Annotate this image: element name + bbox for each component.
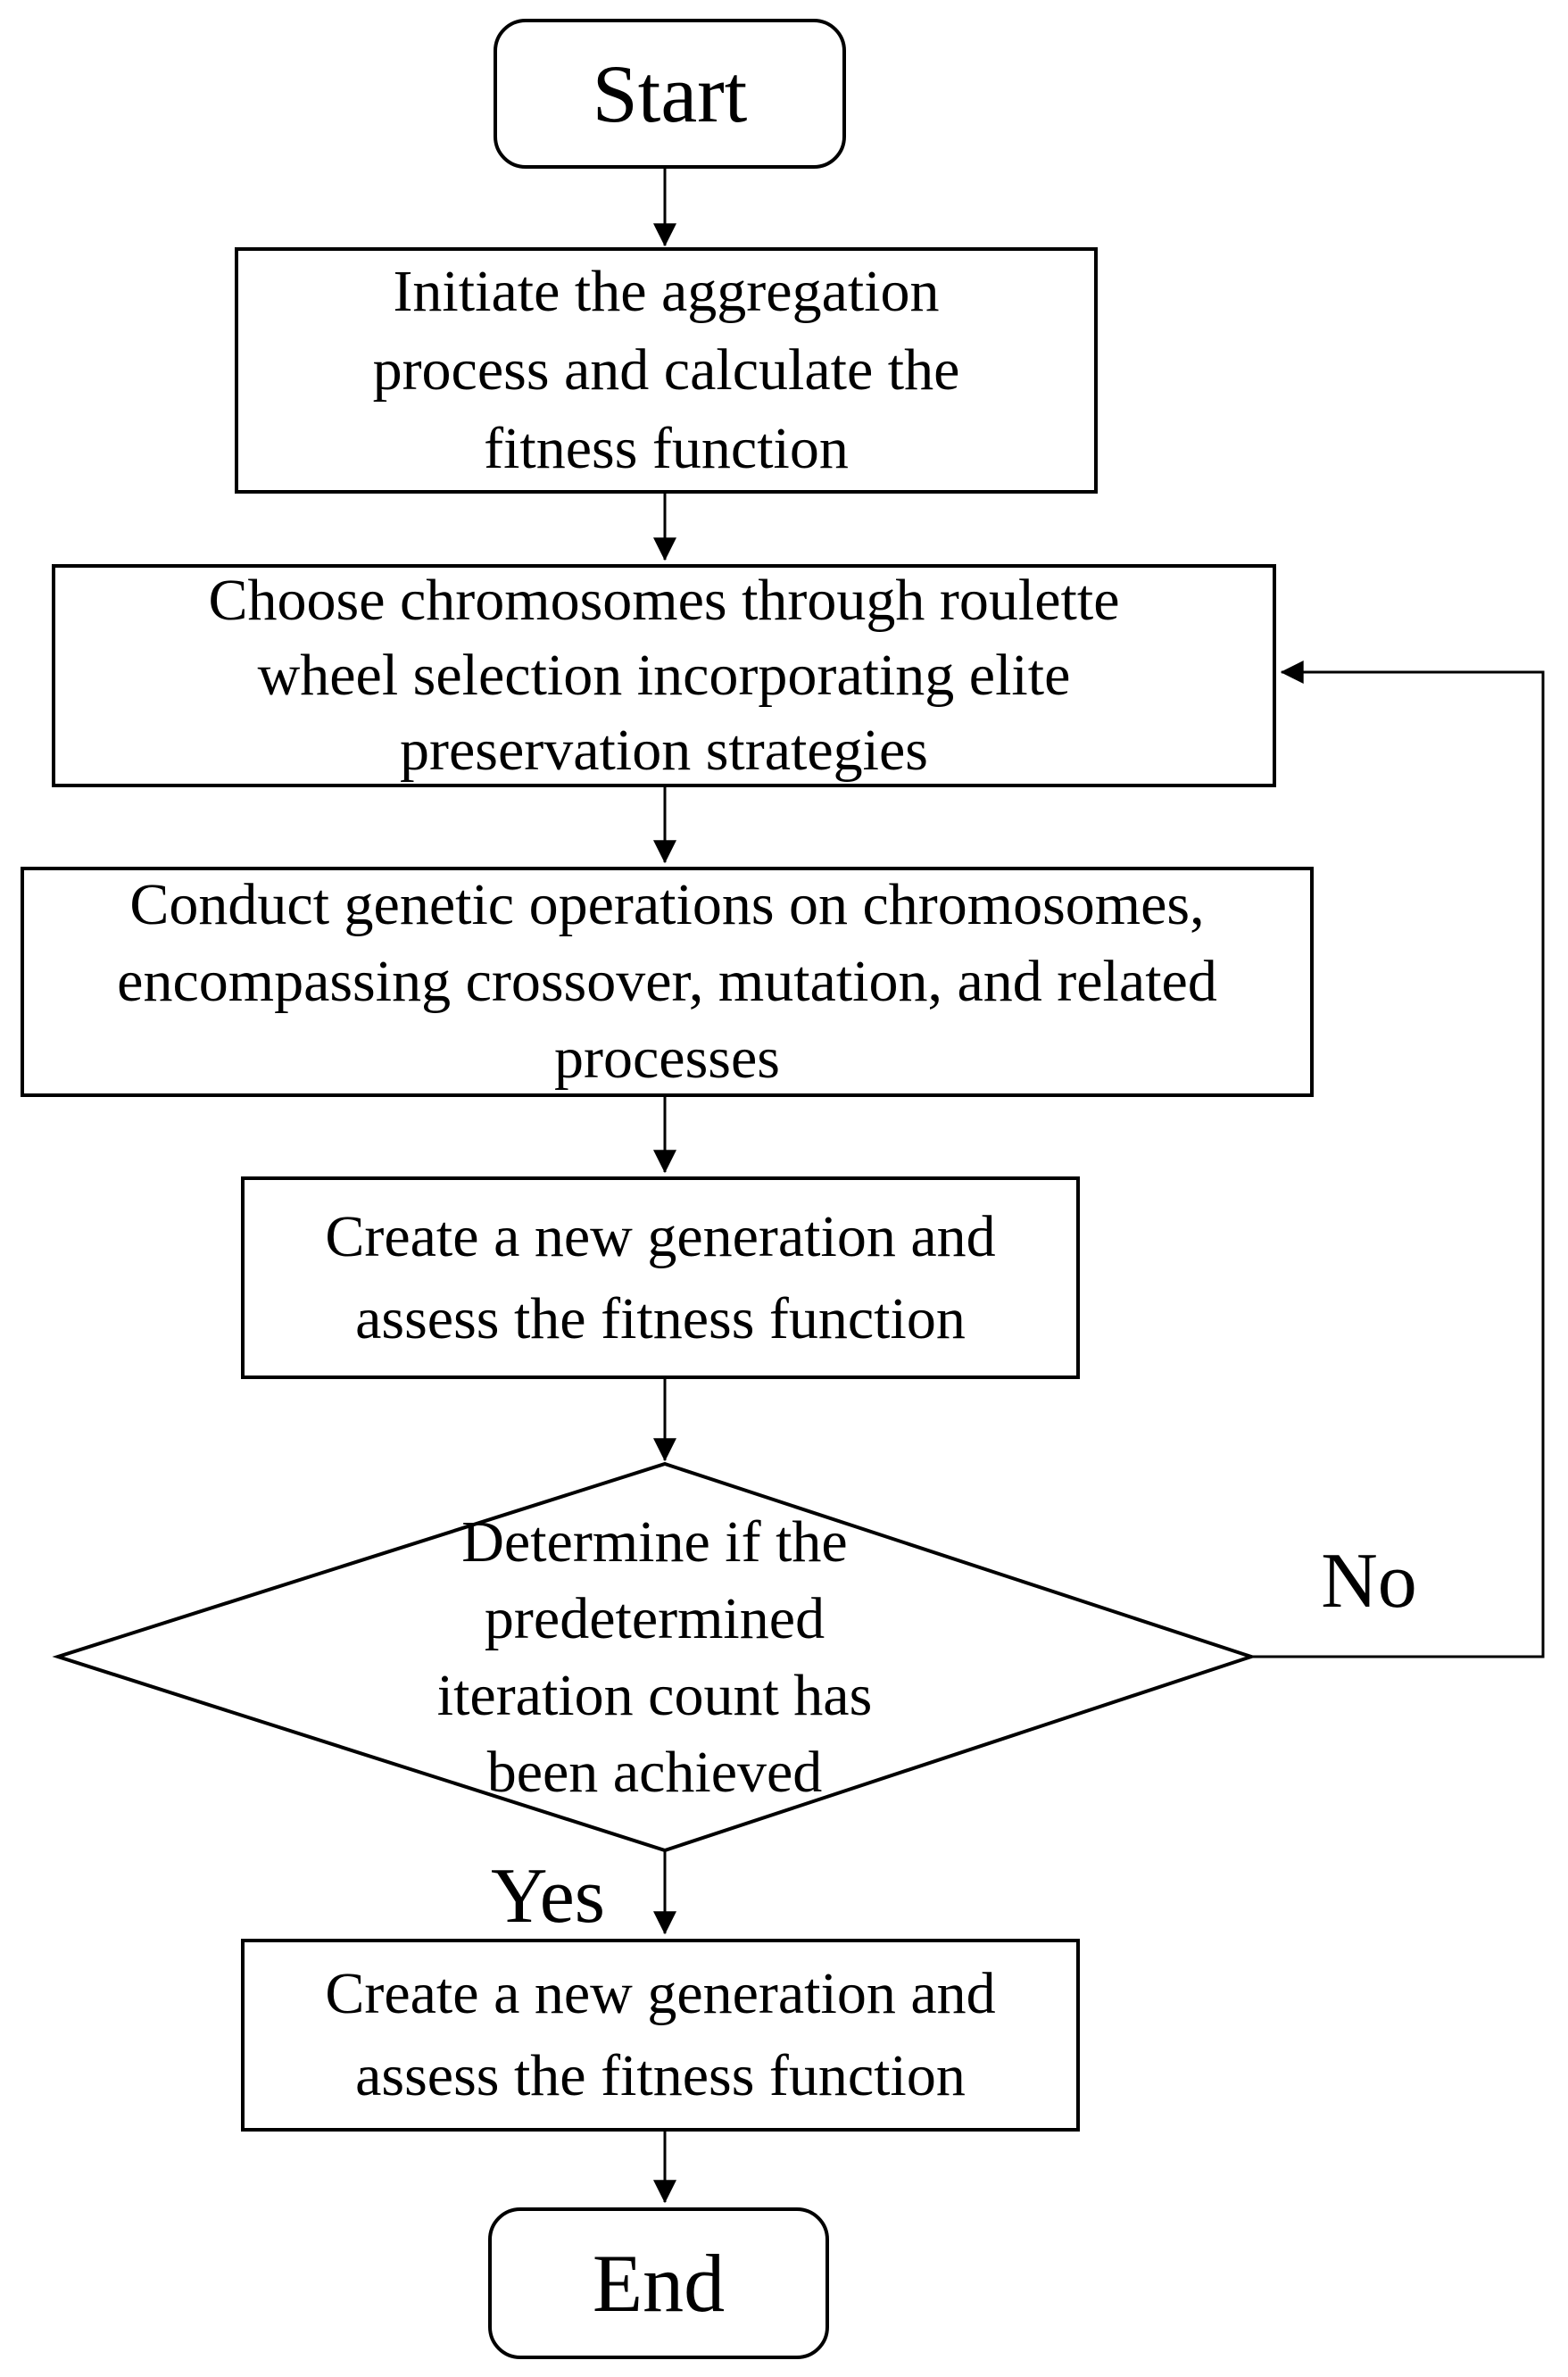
node-start: Start xyxy=(494,19,846,169)
node-initiate: Initiate the aggregation process and cal… xyxy=(235,247,1098,494)
yes-edge-label: Yes xyxy=(490,1853,606,1940)
node-text-line: predetermined xyxy=(484,1585,825,1651)
node-text-line: encompassing crossover, mutation, and re… xyxy=(117,949,1217,1014)
node-text-line: iteration count has xyxy=(436,1662,873,1728)
node-text-line: Create a new generation and xyxy=(325,1203,996,1269)
node-new-generation-2: Create a new generation and assess the f… xyxy=(241,1939,1080,2132)
node-text-line: Initiate the aggregation xyxy=(393,259,940,324)
node-text-line: Choose chromosomes through roulette xyxy=(208,568,1120,633)
start-label: Start xyxy=(592,48,748,139)
node-text-line: processes xyxy=(554,1026,780,1091)
node-select: Choose chromosomes through roulette whee… xyxy=(52,564,1276,787)
no-edge-label: No xyxy=(1321,1538,1417,1625)
node-text-line: assess the fitness function xyxy=(355,2043,966,2108)
node-text-line: fitness function xyxy=(484,416,849,481)
node-text-line: been achieved xyxy=(486,1739,823,1805)
node-decision-text: Determine if the predetermined iteration… xyxy=(58,1464,1251,1850)
node-text-line: process and calculate the xyxy=(372,337,960,403)
node-genetic: Conduct genetic operations on chromosome… xyxy=(21,867,1314,1097)
node-end: End xyxy=(488,2207,829,2359)
node-text-line: preservation strategies xyxy=(400,718,928,783)
node-text-line: Determine if the xyxy=(461,1508,848,1575)
no-loop-path xyxy=(1251,661,1545,1658)
node-text-line: Create a new generation and xyxy=(325,1961,996,2026)
node-text-line: assess the fitness function xyxy=(355,1285,966,1351)
node-text-line: wheel selection incorporating elite xyxy=(257,643,1071,708)
node-new-generation: Create a new generation and assess the f… xyxy=(241,1176,1080,1379)
node-text-line: Conduct genetic operations on chromosome… xyxy=(129,872,1205,937)
end-label: End xyxy=(592,2238,726,2329)
